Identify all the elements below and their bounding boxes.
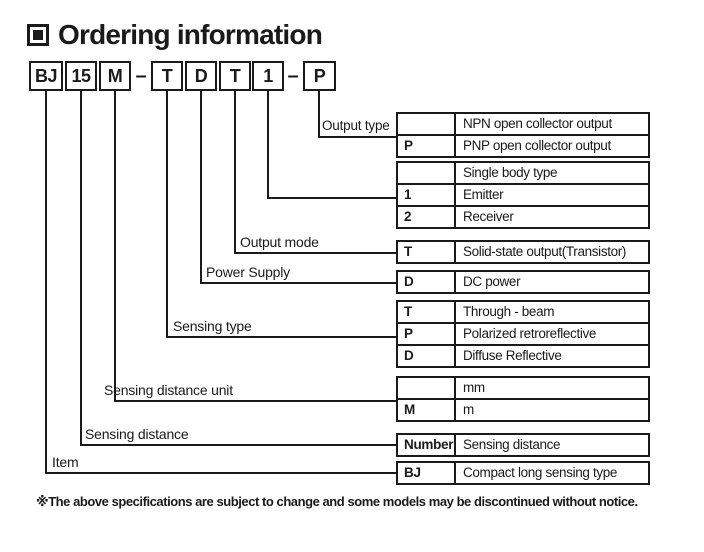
desc-cell: Solid-state output(Transistor)	[463, 244, 627, 259]
output-type-table: NPN open collector output P PNP open col…	[396, 112, 650, 158]
page-title: Ordering information	[58, 19, 323, 50]
code-cell: BJ	[398, 463, 456, 483]
code-cell: T	[398, 302, 456, 322]
connector-output-mode-vertical	[234, 91, 236, 254]
footer-note: ※The above specifications are subject to…	[36, 494, 638, 509]
label-sensing-distance: Sensing distance	[85, 426, 189, 442]
desc-cell: Receiver	[463, 209, 514, 224]
code-cell: D	[398, 272, 456, 292]
desc-cell: mm	[463, 380, 485, 395]
desc-cell: Compact long sensing type	[463, 465, 618, 480]
label-output-mode: Output mode	[240, 234, 319, 250]
table-row: mm	[398, 378, 648, 398]
connector-distance-unit-vertical	[114, 91, 116, 402]
table-row: T Solid-state output(Transistor)	[398, 242, 648, 262]
connector-sensing-distance-horizontal	[80, 444, 396, 446]
sensing-type-table: T Through - beam P Polarized retroreflec…	[396, 300, 650, 368]
connector-sensing-type-horizontal	[166, 336, 396, 338]
desc-cell: NPN open collector output	[463, 116, 612, 131]
connector-item-vertical	[45, 91, 47, 474]
label-sensing-type: Sensing type	[173, 318, 252, 334]
sensing-distance-table: Number Sensing distance	[396, 433, 650, 457]
code-cell: D	[398, 346, 456, 366]
code-cell	[398, 378, 456, 398]
item-table: BJ Compact long sensing type	[396, 461, 650, 485]
table-row: P PNP open collector output	[398, 134, 648, 156]
section-square-icon	[27, 24, 49, 46]
table-row: 2 Receiver	[398, 205, 648, 227]
code-cell: Number	[398, 435, 456, 455]
desc-cell: m	[463, 402, 474, 417]
connector-sensing-distance-vertical	[80, 91, 82, 446]
table-row: D Diffuse Reflective	[398, 344, 648, 366]
table-row: D DC power	[398, 272, 648, 292]
table-row: Single body type	[398, 163, 648, 183]
connector-body-type-horizontal	[267, 197, 396, 199]
code-cell	[398, 163, 456, 183]
table-row: Number Sensing distance	[398, 435, 648, 455]
desc-cell: Emitter	[463, 187, 504, 202]
code-cell: M	[398, 400, 456, 420]
table-row: P Polarized retroreflective	[398, 322, 648, 344]
code-cell: 1	[398, 185, 456, 205]
label-sensing-distance-unit: Sensing distance unit	[104, 382, 233, 398]
output-mode-table: T Solid-state output(Transistor)	[396, 240, 650, 264]
table-row: 1 Emitter	[398, 183, 648, 205]
desc-cell: PNP open collector output	[463, 138, 611, 153]
connector-item-horizontal	[45, 472, 396, 474]
code-cell: 2	[398, 207, 456, 227]
table-row: BJ Compact long sensing type	[398, 463, 648, 483]
connector-output-type-vertical	[318, 91, 320, 138]
desc-cell: Sensing distance	[463, 437, 561, 452]
code-segment-distance-unit: M	[99, 61, 131, 91]
code-segment-sensing-distance: 15	[65, 61, 97, 91]
label-power-supply: Power Supply	[206, 264, 290, 280]
section-header: Ordering information	[27, 19, 323, 50]
table-row: NPN open collector output	[398, 114, 648, 134]
body-type-table: Single body type 1 Emitter 2 Receiver	[396, 161, 650, 229]
code-segment-body-type: 1	[252, 61, 284, 91]
connector-sensing-type-vertical	[166, 91, 168, 338]
code-cell: P	[398, 324, 456, 344]
code-dash-2: –	[287, 64, 299, 87]
desc-cell: Through - beam	[463, 304, 555, 319]
connector-body-type-vertical	[267, 91, 269, 199]
code-segment-output-mode: T	[219, 61, 251, 91]
code-segment-output-type: P	[303, 61, 336, 91]
code-segment-sensing-type: T	[151, 61, 183, 91]
table-row: T Through - beam	[398, 302, 648, 322]
connector-output-mode-horizontal	[234, 252, 396, 254]
connector-power-supply-vertical	[200, 91, 202, 284]
code-cell: P	[398, 136, 456, 156]
table-row: M m	[398, 398, 648, 420]
code-cell: T	[398, 242, 456, 262]
desc-cell: Single body type	[463, 165, 558, 180]
code-segment-power-supply: D	[185, 61, 217, 91]
desc-cell: DC power	[463, 274, 521, 289]
connector-distance-unit-horizontal	[114, 400, 396, 402]
code-segment-item: BJ	[29, 61, 63, 91]
desc-cell: Diffuse Reflective	[463, 348, 562, 363]
power-supply-table: D DC power	[396, 270, 650, 294]
code-dash-1: –	[135, 64, 147, 87]
desc-cell: Polarized retroreflective	[463, 326, 597, 341]
code-cell	[398, 114, 456, 134]
connector-output-type-horizontal	[318, 136, 396, 138]
section-square-inner	[33, 30, 43, 40]
label-item: Item	[52, 454, 79, 470]
label-output-type: Output type	[322, 118, 390, 133]
sensing-distance-unit-table: mm M m	[396, 376, 650, 422]
connector-power-supply-horizontal	[200, 282, 396, 284]
